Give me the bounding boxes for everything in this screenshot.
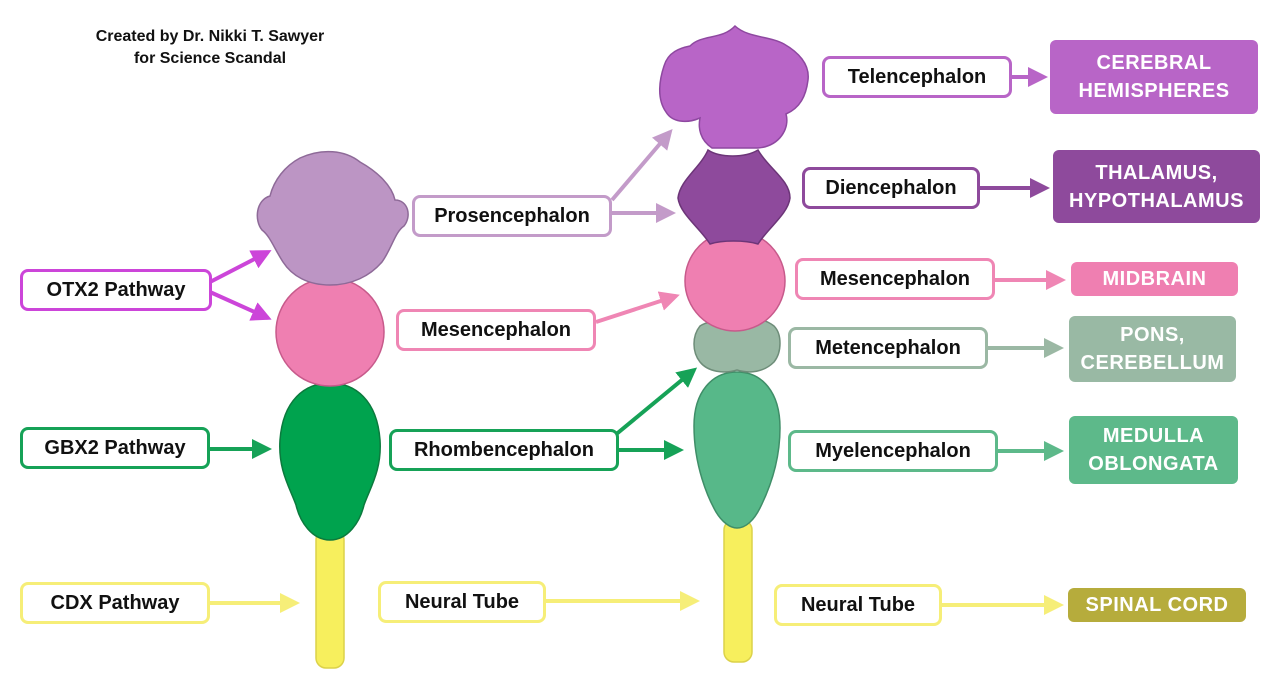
box-midbrain: MIDBRAIN bbox=[1071, 262, 1238, 296]
box-pons-line-1: PONS, bbox=[1120, 324, 1185, 346]
label-neural-tube-stage3: Neural Tube bbox=[774, 584, 942, 626]
label-mesencephalon-stage3: Mesencephalon bbox=[795, 258, 995, 300]
box-pons-cerebellum: PONS, CEREBELLUM bbox=[1069, 316, 1236, 382]
box-midbrain-text: MIDBRAIN bbox=[1102, 268, 1207, 290]
label-diencephalon: Diencephalon bbox=[802, 167, 980, 209]
label-myelencephalon: Myelencephalon bbox=[788, 430, 998, 472]
brain-stage-1 bbox=[256, 150, 409, 669]
arrow-otx2-forebrain bbox=[209, 250, 272, 284]
label-metencephalon: Metencephalon bbox=[788, 327, 988, 369]
credit-line-2: for Science Scandal bbox=[133, 50, 287, 67]
box-medulla-line-2: OBLONGATA bbox=[1088, 453, 1219, 475]
box-thalamus-line-2: HYPOTHALAMUS bbox=[1069, 189, 1244, 212]
diencephalon-vesicle bbox=[677, 148, 791, 245]
midbrain-vesicle-1 bbox=[275, 277, 385, 387]
label-cdx-pathway: CDX Pathway bbox=[20, 582, 210, 624]
label-mesencephalon-stage2: Mesencephalon bbox=[396, 309, 596, 351]
brain-stage-2 bbox=[659, 24, 809, 663]
label-gbx2-pathway: GBX2 Pathway bbox=[20, 427, 210, 469]
box-spinal-text: SPINAL CORD bbox=[1085, 594, 1229, 616]
telencephalon-vesicle bbox=[659, 24, 809, 149]
forebrain-vesicle-1 bbox=[256, 150, 409, 286]
arrow-mesen bbox=[595, 291, 680, 324]
label-telencephalon: Telencephalon bbox=[822, 56, 1012, 98]
hindbrain-vesicle-1 bbox=[279, 382, 381, 541]
box-cerebral-line-1: CEREBRAL bbox=[1096, 52, 1212, 74]
label-neural-tube-stage2: Neural Tube bbox=[378, 581, 546, 623]
credit-line-1: Created by Dr. Nikki T. Sawyer bbox=[95, 28, 325, 45]
label-otx2-pathway: OTX2 Pathway bbox=[20, 269, 212, 311]
box-thalamus-hypothalamus: THALAMUS, HYPOTHALAMUS bbox=[1053, 150, 1260, 223]
box-pons-line-2: CEREBELLUM bbox=[1080, 352, 1225, 374]
label-prosencephalon: Prosencephalon bbox=[412, 195, 612, 237]
spinal-tube-1 bbox=[315, 529, 345, 669]
box-medulla-oblongata: MEDULLA OBLONGATA bbox=[1069, 416, 1238, 484]
arrow-otx2-midbrain bbox=[209, 290, 272, 321]
spinal-tube-2 bbox=[723, 519, 753, 663]
box-spinal-cord: SPINAL CORD bbox=[1068, 588, 1246, 622]
mesencephalon-vesicle bbox=[684, 230, 786, 332]
box-thalamus-line-1: THALAMUS, bbox=[1095, 161, 1218, 184]
box-medulla-line-1: MEDULLA bbox=[1102, 425, 1205, 447]
arrow-prosen-telen bbox=[610, 128, 673, 202]
arrow-rhomb-meten bbox=[612, 367, 698, 438]
label-rhombencephalon: Rhombencephalon bbox=[389, 429, 619, 471]
box-cerebral-line-2: HEMISPHERES bbox=[1078, 80, 1230, 102]
credit-text: Created by Dr. Nikki T. Sawyer for Scien… bbox=[40, 26, 380, 70]
myelencephalon-vesicle bbox=[693, 371, 781, 529]
box-cerebral-hemispheres: CEREBRAL HEMISPHERES bbox=[1050, 40, 1258, 114]
